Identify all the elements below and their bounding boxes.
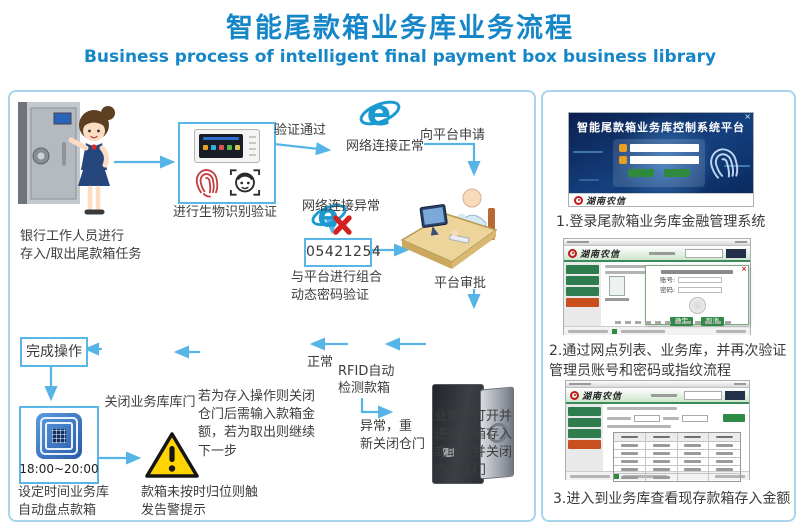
biometric-box (178, 122, 276, 204)
page-subtitle: Business process of intelligent final pa… (83, 47, 717, 67)
dynamic-code-caption: 与平台进行组合 动态密码验证 (291, 270, 383, 303)
inventory-time: 18:00~20:00 (19, 462, 99, 476)
screenshot-verify: 湖南农信 × 账号: (563, 238, 751, 335)
main-area (603, 404, 749, 482)
window-titlebar (566, 381, 749, 388)
step3-caption: 3.进入到业务库查看现存款箱存入金额 (553, 491, 791, 507)
header-user-box (685, 248, 723, 258)
login-button (628, 169, 654, 177)
apply-platform-label: 向平台申请 (420, 128, 486, 143)
lock-icon (619, 156, 627, 164)
platform-approval-label: 平台审批 (433, 276, 486, 291)
staff-vault-illustration (18, 102, 115, 215)
app-header: 湖南农信 (564, 246, 750, 262)
library-open-caption: 业务库打开并 进行款箱存入 或取出并关闭 内部仓门 (434, 409, 513, 478)
bank-brand: 湖南农信 (586, 196, 627, 207)
password-input (630, 156, 699, 164)
header-exit-button (726, 248, 746, 258)
screenshot-login: × 智能尾款箱业务库控制系统平台 (568, 112, 754, 207)
fingerprint-graphic (710, 148, 739, 179)
window-close-icon: × (744, 113, 751, 121)
face-scan-icon (229, 168, 260, 196)
flowchart-panel: 银行工作人员进行 存入/取出尾款箱任务 (8, 90, 536, 522)
verify-pass-label: 验证通过 (274, 123, 327, 138)
platform-operator-illustration (400, 188, 498, 269)
query-button (723, 414, 745, 422)
biometric-terminal (194, 129, 260, 163)
steps-panel: × 智能尾款箱业务库控制系统平台 (541, 90, 796, 522)
page-title: 智能尾款箱业务库业务流程 (226, 13, 574, 44)
username-input (630, 144, 699, 152)
reset-button (664, 169, 690, 177)
abnormal-label: 异常，重 新关闭仓门 (360, 419, 426, 452)
password-label: 密码: (660, 285, 676, 294)
step1-caption: 1.登录尾款箱业务库金融管理系统 (556, 214, 766, 230)
filter-input-1 (634, 414, 660, 422)
bank-brand: 湖南农信 (580, 249, 621, 260)
filter-input-2 (682, 414, 708, 422)
user-icon (619, 144, 627, 152)
bank-logo-icon (574, 195, 583, 205)
normal-label: 正常 (307, 355, 334, 370)
step2-caption: 2.通过网点列表、业务库，并再次验证 管理员账号和密码或指纹流程 (549, 343, 787, 379)
app-screen-note: 若为存入操作则关闭 仓门后需输入款箱金 额，若为取出则继续 下一步 (198, 389, 316, 459)
login-card (613, 139, 705, 187)
password-input (678, 287, 723, 293)
flow-arrows (44, 142, 481, 465)
svg-text:e: e (367, 94, 391, 134)
staff-task-label: 银行工作人员进行 存入/取出尾款箱任务 (20, 229, 142, 262)
network-error-label: 网络连接异常 (301, 199, 380, 214)
fingerprint-icon (195, 169, 218, 198)
sidebar (564, 262, 601, 326)
rfid-check-caption: RFID自动 检测款箱 (338, 364, 395, 396)
dynamic-code-box: 05421254 (304, 238, 381, 267)
status-bar (564, 326, 750, 335)
alarm-caption: 款箱未按时归位则触 发告警提示 (141, 485, 259, 518)
bank-brand: 湖南农信 (582, 391, 623, 402)
library-icon (609, 276, 625, 296)
ie-browser-error-icon: e (310, 198, 352, 236)
header-user-box (684, 390, 722, 400)
main-area: × 账号: 密码: 确定 取消 (601, 262, 750, 326)
close-door-caption: 关闭业务库库门 (104, 395, 196, 410)
app-header: 湖南农信 (566, 388, 749, 404)
rfid-tag-icon (36, 413, 82, 459)
ie-browser-icon: e (358, 93, 402, 134)
inventory-caption: 设定时间业务库 自动盘点款箱 (18, 485, 110, 518)
window-titlebar (564, 239, 750, 246)
account-label: 账号: (660, 275, 676, 284)
network-ok-label: 网络连接正常 (345, 139, 424, 154)
login-screen-title: 智能尾款箱业务库控制系统平台 (577, 121, 745, 134)
bank-logo-icon (568, 248, 577, 258)
rfid-tag-box: 18:00~20:00 (19, 406, 99, 484)
login-footer: 湖南农信 (569, 193, 753, 207)
account-input (678, 277, 723, 283)
login-background: × 智能尾款箱业务库控制系统平台 (569, 113, 753, 193)
sidebar (566, 404, 603, 471)
verify-dialog: × 账号: 密码: 确定 取消 (645, 265, 749, 326)
fingerprint-circle (688, 296, 706, 314)
amounts-table (613, 432, 741, 482)
header-exit-button (725, 390, 745, 400)
screenshot-amounts: 湖南农信 (565, 380, 750, 482)
finish-box: 完成操作 (20, 337, 88, 367)
dialog-close-icon: × (741, 265, 747, 273)
open-vault-photo (426, 384, 514, 484)
biometric-caption: 进行生物识别验证 (172, 205, 277, 220)
bank-logo-icon (570, 390, 579, 400)
warning-icon (145, 432, 199, 478)
